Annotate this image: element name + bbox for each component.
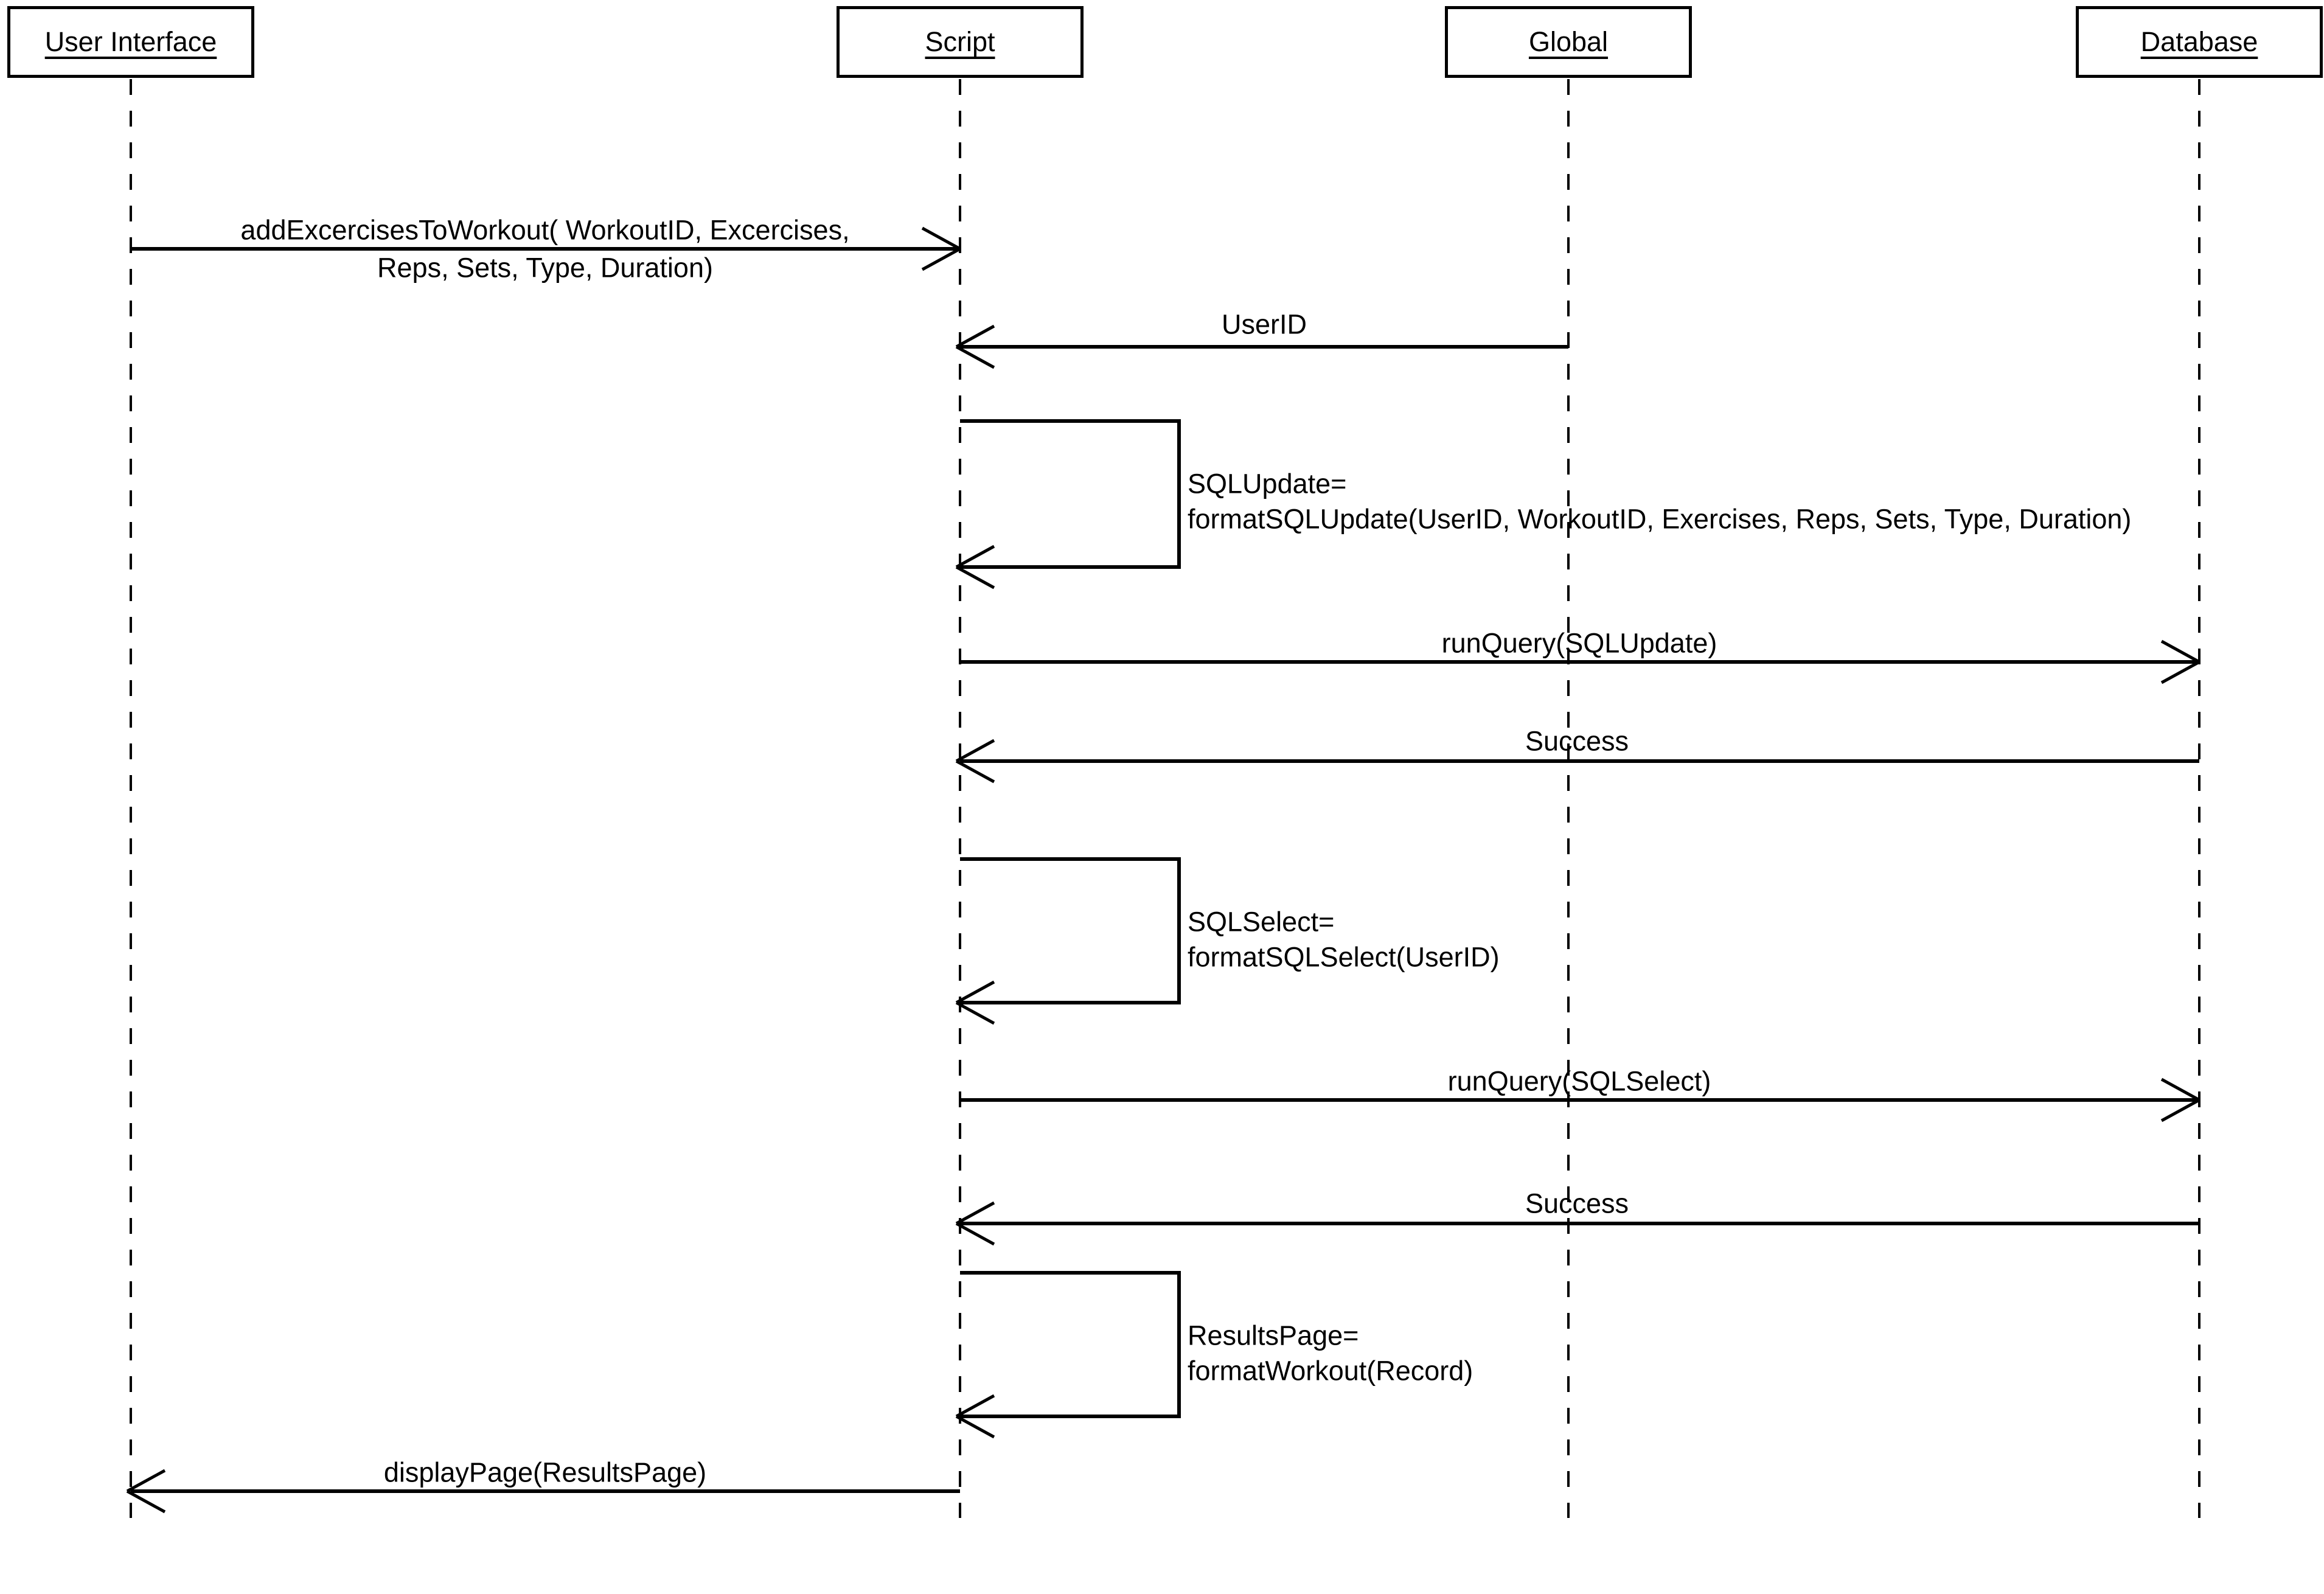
self-message-sql-update	[956, 419, 1181, 569]
actor-box-global: Global	[1445, 6, 1692, 78]
message-label-sqlselect-line1: SQLSelect=	[1188, 906, 1335, 938]
arrowhead-right-icon	[921, 226, 961, 271]
actor-box-user-interface: User Interface	[7, 6, 254, 78]
message-label-success-select: Success	[1525, 1188, 1629, 1219]
message-label-runquery-sqlupdate: runQuery(SQLUpdate)	[1441, 627, 1717, 659]
arrowhead-right-icon	[2160, 639, 2200, 684]
message-label-userid: UserID	[1221, 308, 1307, 340]
message-label-runquery-sqlselect: runQuery(SQLSelect)	[1447, 1065, 1711, 1097]
self-message-results-page	[956, 1271, 1181, 1418]
message-label-resultspage-line2: formatWorkout(Record)	[1188, 1355, 1473, 1387]
message-label-sqlupdate-line2: formatSQLUpdate(UserID, WorkoutID, Exerc…	[1188, 503, 2132, 535]
actor-box-script: Script	[837, 6, 1084, 78]
arrowhead-left-icon	[955, 324, 995, 369]
message-label-add-exercises-line1: addExcercisesToWorkout( WorkoutID, Excer…	[240, 214, 850, 246]
message-label-resultspage-line1: ResultsPage=	[1188, 1320, 1359, 1351]
message-label-sqlselect-line2: formatSQLSelect(UserID)	[1188, 941, 1500, 973]
arrowhead-left-icon	[955, 980, 995, 1025]
message-label-sqlupdate-line1: SQLUpdate=	[1188, 468, 1347, 499]
arrowhead-left-icon	[126, 1469, 166, 1514]
self-message-sql-select	[956, 857, 1181, 1004]
arrowhead-left-icon	[955, 739, 995, 784]
message-label-add-exercises-line2: Reps, Sets, Type, Duration)	[377, 252, 713, 284]
arrowhead-right-icon	[2160, 1077, 2200, 1122]
actor-box-database: Database	[2076, 6, 2323, 78]
actor-label-global: Global	[1528, 26, 1609, 57]
message-label-displaypage: displayPage(ResultsPage)	[383, 1457, 707, 1488]
actor-label-user-interface: User Interface	[44, 26, 217, 57]
actor-label-script: Script	[925, 26, 995, 57]
arrowhead-left-icon	[955, 1201, 995, 1246]
arrowhead-left-icon	[955, 545, 995, 590]
actor-label-database: Database	[2140, 26, 2258, 57]
arrowhead-left-icon	[955, 1394, 995, 1439]
message-label-success-update: Success	[1525, 725, 1629, 757]
